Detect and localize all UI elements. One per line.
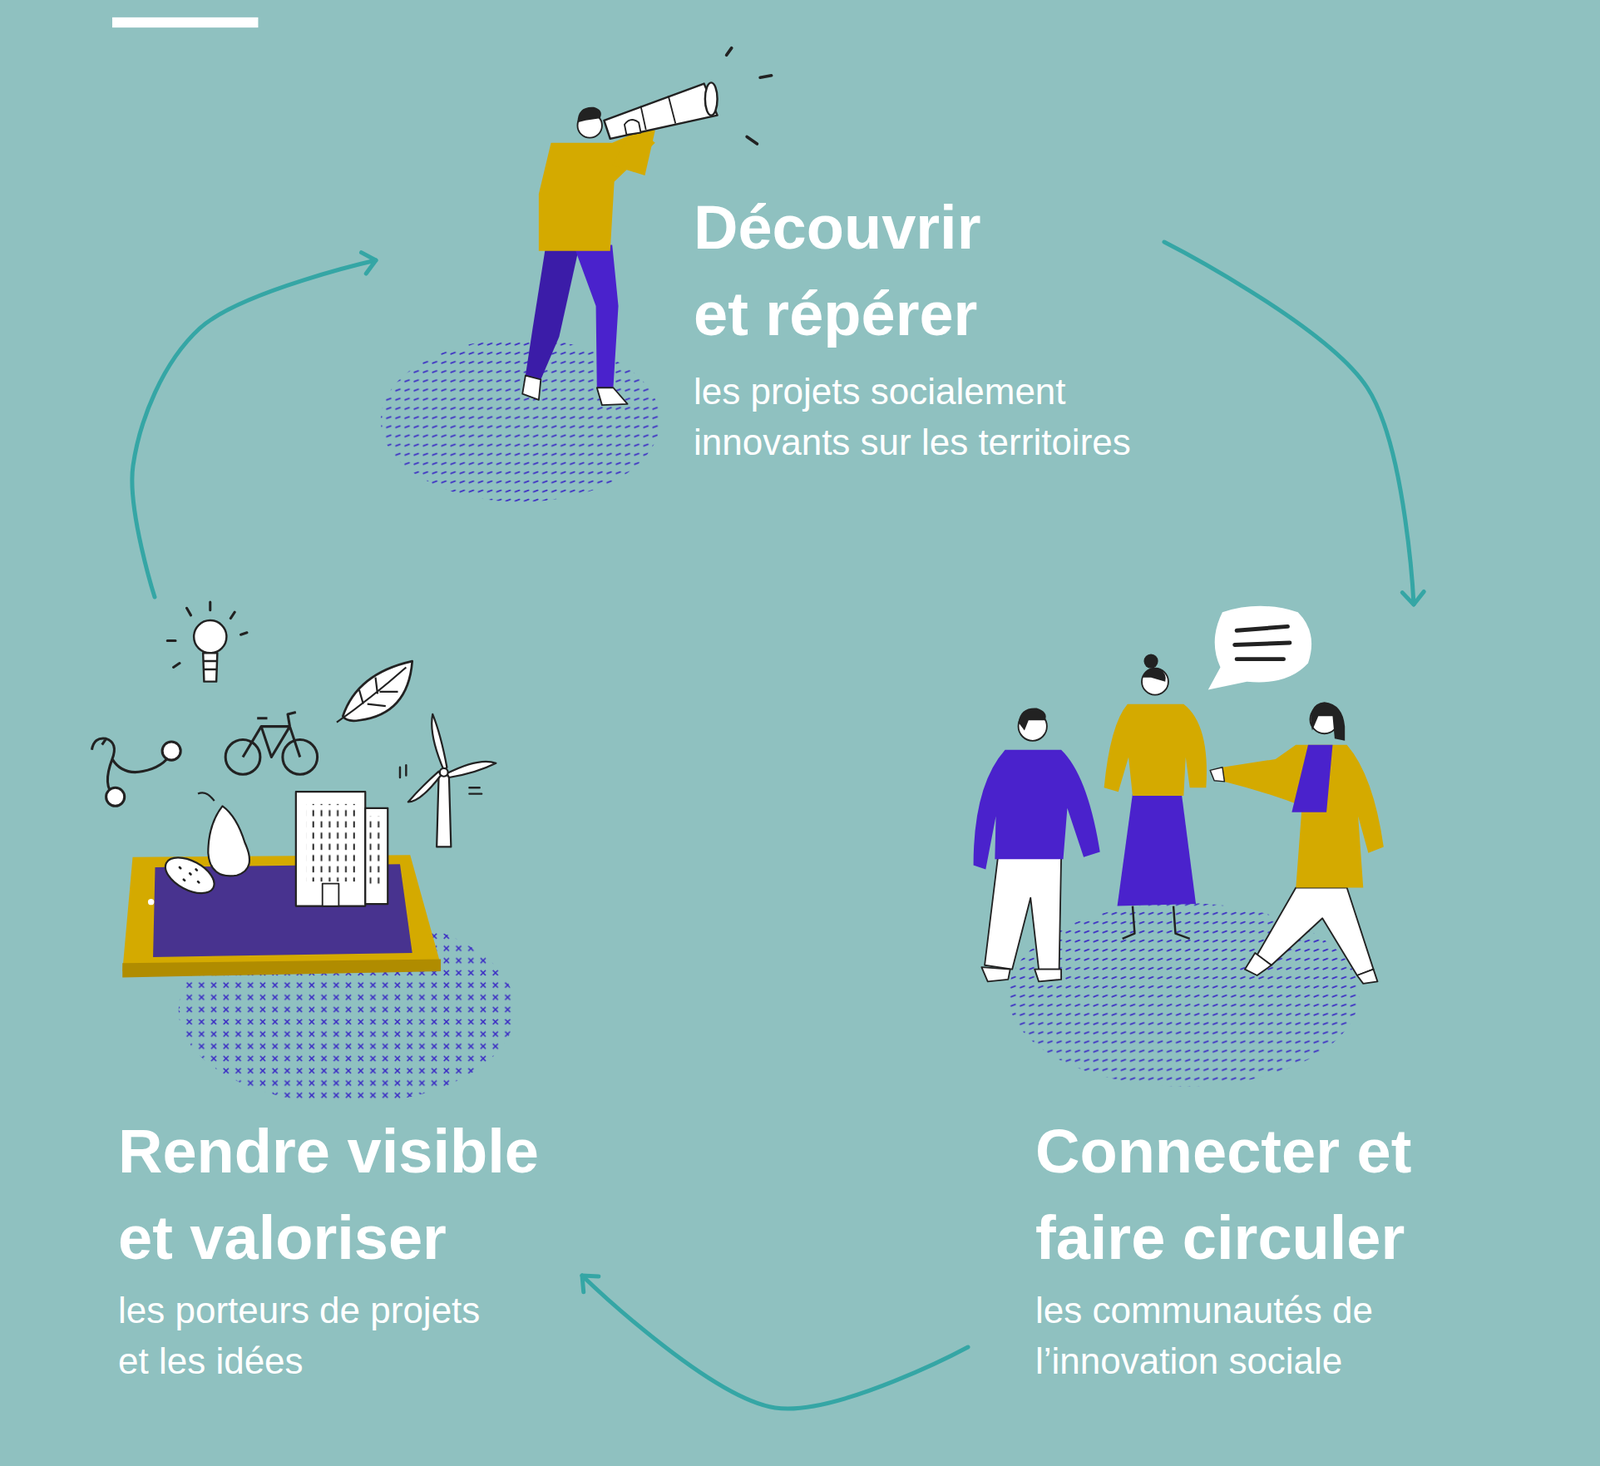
tablet-ideas-figure (207, 805, 250, 876)
tablet-ideas-figure (106, 787, 125, 806)
stage-node: Découvrir et répérerles projets socialem… (382, 45, 1160, 468)
stage-heading: Rendre visible et valoriser (118, 1108, 576, 1282)
stage-description: les projets socialement innovants sur le… (693, 365, 1160, 468)
tablet-ideas-figure (369, 816, 384, 889)
tablet-ideas-figure (193, 620, 227, 653)
top-bar (112, 17, 258, 28)
people-group-figure (1310, 701, 1345, 741)
tablet-ideas-figure (439, 768, 449, 777)
people-group-figure (1104, 704, 1207, 796)
people-group-figure (1257, 887, 1374, 976)
telescope-person-figure (705, 82, 718, 115)
telescope-person-figure (603, 83, 717, 139)
people-group-figure (1018, 707, 1047, 731)
people-group-figure (1208, 606, 1312, 691)
cycle-arrow (132, 260, 376, 598)
people-group-figure (1209, 767, 1225, 782)
tablet-ideas-figure (306, 804, 356, 882)
people-group-figure (1122, 906, 1191, 939)
cycle-arrow (1164, 241, 1414, 605)
dotted-ground (380, 338, 661, 502)
telescope-person-figure (525, 244, 580, 380)
stage-node: Connecter et faire circulerles communaut… (972, 611, 1427, 1387)
stage-heading: Connecter et faire circuler (1035, 1108, 1427, 1282)
tablet-ideas-figure (365, 808, 388, 904)
tablet-ideas-figure (159, 850, 220, 901)
people-group-figure (984, 857, 1062, 970)
people-group-figure (1141, 668, 1169, 696)
tablet-ideas-figure (336, 666, 406, 722)
tablet-ideas-figure (162, 741, 181, 761)
people-group-figure (1244, 953, 1378, 984)
tablet-ideas-figure (400, 765, 482, 794)
tablet-ideas-figure (296, 791, 366, 906)
people-group-figure (973, 606, 1384, 1087)
tablet-ideas-figure (122, 958, 441, 978)
cycle-arrow (582, 1275, 968, 1409)
tablet-ideas-figure (179, 867, 199, 883)
people-group-figure (1234, 626, 1290, 659)
tablet-ideas-figure (242, 711, 301, 757)
people-group-figure (1142, 668, 1166, 682)
tablet-ideas-figure (91, 602, 515, 1105)
telescope-person-figure (577, 107, 601, 123)
tablet-ideas-figure (197, 792, 215, 801)
telescope-person-figure (641, 95, 677, 129)
telescope-person-figure (726, 48, 772, 144)
stage-description: les porteurs de projets et les idées (118, 1284, 501, 1387)
people-group-figure (981, 967, 1062, 982)
stage-description: les communautés de l’innovation sociale (1035, 1284, 1393, 1387)
tablet-ideas-figure (148, 898, 154, 905)
people-group-figure (1222, 745, 1384, 889)
telescope-person-figure (624, 119, 642, 135)
tablet-ideas-figure (322, 883, 340, 907)
people-group-figure (1291, 745, 1333, 813)
telescope-person-figure (522, 375, 541, 400)
telescope-person-figure (597, 387, 628, 405)
tablet-ideas-figure (167, 602, 247, 668)
people-group-figure (1117, 794, 1196, 907)
tablet-ideas-figure (202, 652, 218, 682)
stage-node: Rendre visible et valoriserles porteurs … (86, 602, 576, 1387)
stage-heading: Découvrir et répérer (693, 184, 1018, 358)
telescope-person-figure (573, 244, 619, 388)
tablet-ideas-figure (91, 738, 172, 796)
tablet-ideas-figure (436, 775, 451, 848)
illustration (91, 17, 1383, 1105)
tablet-ideas-figure (408, 714, 497, 803)
people-group-figure (973, 750, 1101, 870)
people-group-figure (1143, 654, 1158, 669)
